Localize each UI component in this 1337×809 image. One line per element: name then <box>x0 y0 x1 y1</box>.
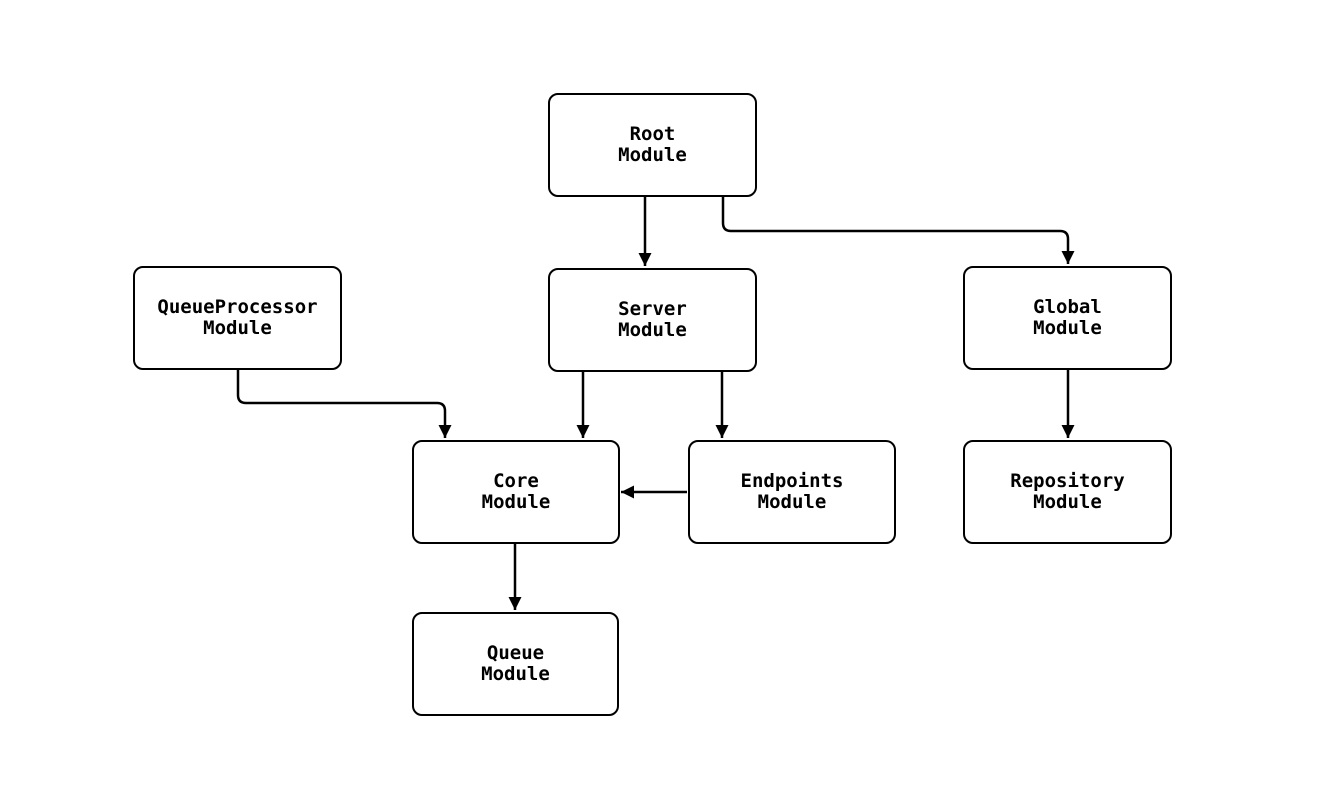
node-queueprocessor-module: QueueProcessor Module <box>133 266 342 370</box>
node-root-module-label-line1: Root <box>629 122 676 145</box>
edge-queueprocessor-to-core <box>236 369 452 438</box>
node-server-module-label-line1: Server <box>618 297 687 320</box>
edge-root-to-global <box>721 197 1075 264</box>
node-core-module-label-line2: Module <box>481 491 551 513</box>
node-queue-module-label-line2: Module <box>481 663 550 685</box>
node-global-module-label-line2: Module <box>1033 317 1102 339</box>
node-global-module: Global Module <box>963 266 1172 370</box>
node-queue-module-label-line1: Queue <box>486 641 545 664</box>
node-repository-module: Repository Module <box>963 440 1172 544</box>
node-queueprocessor-module-label-line2: Module <box>203 317 272 339</box>
node-root-module-label-line2: Module <box>618 144 687 166</box>
node-queue-module: Queue Module <box>412 612 619 716</box>
node-core-module: Core Module <box>412 440 620 544</box>
node-endpoints-module: Endpoints Module <box>688 440 896 544</box>
node-global-module-label-line1: Global <box>1033 295 1102 318</box>
node-server-module: Server Module <box>548 268 757 372</box>
node-queueprocessor-module-label-line1: QueueProcessor <box>157 295 318 318</box>
node-endpoints-module-label-line2: Module <box>757 491 827 513</box>
node-core-module-label-line1: Core <box>493 469 539 492</box>
node-root-module: Root Module <box>548 93 757 197</box>
node-endpoints-module-label-line1: Endpoints <box>740 469 844 492</box>
node-server-module-label-line2: Module <box>618 319 687 341</box>
node-repository-module-label-line2: Module <box>1033 491 1102 513</box>
node-repository-module-label-line1: Repository <box>1010 469 1125 492</box>
